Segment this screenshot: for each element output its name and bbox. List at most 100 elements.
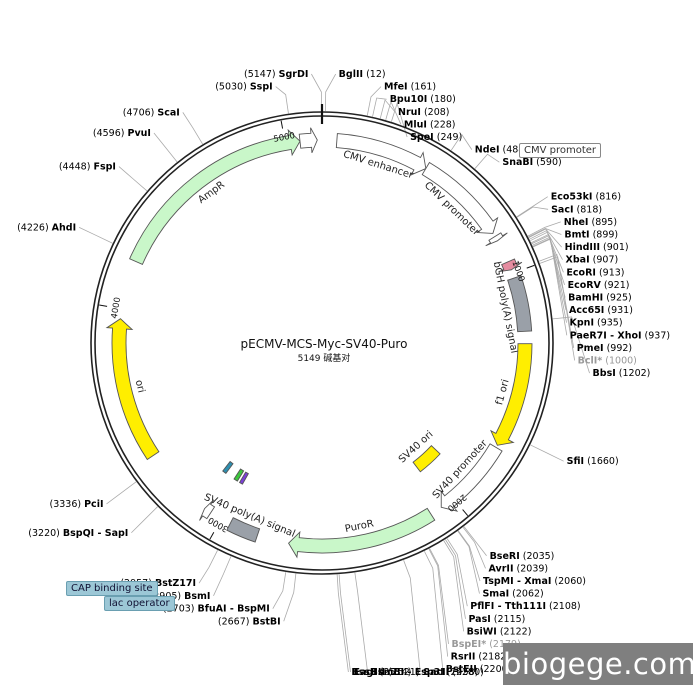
site-name: SacII [423, 667, 449, 678]
site-label-scai[interactable]: (4706) ScaI [123, 107, 180, 118]
site-position: (228) [427, 119, 456, 130]
site-label-layer[interactable]: BglII (12) MfeI (161)Bpu10I (180) NruI (20… [17, 69, 670, 678]
site-leader-line [457, 530, 480, 594]
site-label-eagi[interactable]: EagI (2514) [354, 667, 412, 678]
site-label-eco53ki[interactable]: Eco53kI (816) [551, 192, 621, 203]
lac-operator-callout[interactable]: lac operator [104, 596, 175, 611]
site-label-smai[interactable]: SmaI (2062) [482, 589, 543, 600]
site-label-mlui[interactable]: MluI (228) [404, 119, 456, 130]
site-label-bglii[interactable]: BglII (12) [339, 69, 386, 80]
site-label-pflfi-tth111i[interactable]: PflFI - Tth111I (2108) [470, 601, 580, 612]
feature-t7-promoter[interactable] [485, 232, 508, 247]
site-label-acc65i[interactable]: Acc65I (931) [569, 305, 633, 316]
feature-f1-ori[interactable] [490, 343, 533, 446]
feature-sv40-promoter[interactable] [440, 443, 503, 512]
site-label-fspi[interactable]: (4448) FspI [59, 162, 116, 173]
site-leader-line [336, 574, 349, 673]
site-label-bstbi[interactable]: (2667) BstBI [218, 616, 281, 627]
site-leader-lines [78, 73, 590, 673]
site-leader-line [552, 316, 590, 374]
site-position: (2280) [449, 667, 484, 678]
site-position: (4448) [59, 162, 94, 173]
site-position: (901) [600, 242, 629, 253]
plasmid-name: pECMV-MCS-Myc-SV40-Puro [241, 337, 408, 351]
site-leader-line [275, 86, 289, 114]
site-label-ecori[interactable]: EcoRI (913) [566, 267, 624, 278]
site-leader-line [539, 256, 576, 361]
site-label-nhei[interactable]: NheI (895) [564, 217, 617, 228]
site-label-bcli-[interactable]: BclI* (1000) [578, 355, 637, 366]
site-label-mfei[interactable]: MfeI (161) [384, 82, 436, 93]
site-name: Acc65I [569, 305, 604, 316]
feature-sv40-poly-a-signal[interactable] [226, 517, 261, 543]
site-label-sacii[interactable]: SacII (2280) [423, 667, 484, 678]
site-label-paer7i-xhoi[interactable]: PaeR7I - XhoI (937) [570, 330, 670, 341]
site-label-bseri[interactable]: BseRI (2035) [490, 551, 555, 562]
site-label-bbsi[interactable]: BbsI (1202) [593, 368, 651, 379]
site-label-xbai[interactable]: XbaI (907) [566, 255, 619, 266]
site-position: (895) [588, 217, 617, 228]
site-label-bsiwi[interactable]: BsiWI (2122) [467, 626, 532, 637]
site-position: (907) [590, 255, 619, 266]
site-label-hindiii[interactable]: HindIII (901) [565, 242, 629, 253]
site-label-rsrii[interactable]: RsrII (2182) [451, 652, 510, 663]
site-label-pasi[interactable]: PasI (2115) [468, 614, 525, 625]
feature-myc[interactable] [498, 258, 523, 273]
site-position: (249) [434, 132, 463, 143]
site-position: (12) [363, 69, 386, 80]
site-label-spei[interactable]: SpeI (249) [410, 132, 462, 143]
site-label-bpu10i[interactable]: Bpu10I (180) [390, 94, 456, 105]
site-label-snabi[interactable]: SnaBI (590) [502, 157, 561, 168]
site-label-ahdi[interactable]: (4226) AhdI [17, 222, 76, 233]
site-label-pcii[interactable]: (3336) PciI [49, 499, 103, 510]
site-leader-line [532, 236, 567, 311]
site-name: PasI [468, 614, 490, 625]
site-label-bsshii[interactable]: BssHII (2521) [351, 667, 419, 678]
site-label-nrui[interactable]: NruI (208) [398, 107, 450, 118]
site-name: SpeI [410, 132, 434, 143]
feature-bgh-poly-a-signal[interactable] [507, 275, 533, 333]
site-label-bamhi[interactable]: BamHI (925) [568, 292, 632, 303]
site-name: BstZ17I [155, 578, 196, 589]
site-label-bsteii[interactable]: BstEII (2200) [446, 664, 512, 675]
site-leader-line [272, 572, 287, 609]
site-leader-line [311, 73, 322, 112]
site-label-ecorv[interactable]: EcoRV (921) [568, 280, 630, 291]
site-leader-line [131, 506, 158, 534]
feature-cmv-promoter[interactable] [421, 161, 499, 234]
feature-puror[interactable] [288, 507, 436, 559]
feature-ori[interactable] [105, 318, 160, 461]
site-position: (4706) [123, 107, 158, 118]
site-label-sfii[interactable]: SfiI (1660) [567, 456, 619, 467]
feature-lac-operator[interactable] [233, 468, 245, 482]
site-position: (2035) [520, 551, 555, 562]
site-label-bmti[interactable]: BmtI (899) [564, 229, 618, 240]
feature-m13-rev[interactable] [238, 471, 249, 485]
site-label-bsmbi-esp3i[interactable]: BsmBI - Esp3I (2458) [371, 667, 479, 678]
site-position: (484) [500, 145, 529, 156]
site-label-sspi[interactable]: (5030) SspI [215, 82, 272, 93]
site-position: (818) [574, 204, 603, 215]
feature-cap-binding-site[interactable] [222, 460, 234, 475]
site-label-pvui[interactable]: (4596) PvuI [93, 128, 151, 139]
site-leader-line [450, 133, 473, 151]
site-name: NruI [398, 107, 421, 118]
cmv-promoter-callout[interactable]: CMV promoter [519, 143, 602, 158]
site-label-avrii[interactable]: AvrII (2039) [489, 563, 549, 574]
site-label-saci[interactable]: SacI (818) [551, 204, 602, 215]
site-label-pmei[interactable]: PmeI (992) [577, 343, 632, 354]
site-name: FspI [93, 162, 115, 173]
site-name: EcoRV [568, 280, 602, 291]
site-position: (2514) [377, 667, 412, 678]
feature-ampr[interactable] [129, 128, 301, 265]
feature-lac-promoter[interactable] [199, 499, 216, 521]
feature-ampr-promoter[interactable] [298, 127, 318, 154]
cap-binding-site-callout[interactable]: CAP binding site [66, 581, 158, 596]
site-label-bfuai-bspmi[interactable]: (2703) BfuAI - BspMI [163, 604, 270, 615]
site-label-tspmi-xmai[interactable]: TspMI - XmaI (2060) [483, 576, 586, 587]
feature-sv40-ori[interactable] [412, 445, 441, 473]
site-label-kpni[interactable]: KpnI (935) [570, 318, 623, 329]
site-label-bspqi-sapi[interactable]: (3220) BspQI - SapI [28, 528, 128, 539]
site-label-sgrdi[interactable]: (5147) SgrDI [244, 69, 308, 80]
site-label-ndei[interactable]: NdeI (484) [475, 145, 528, 156]
